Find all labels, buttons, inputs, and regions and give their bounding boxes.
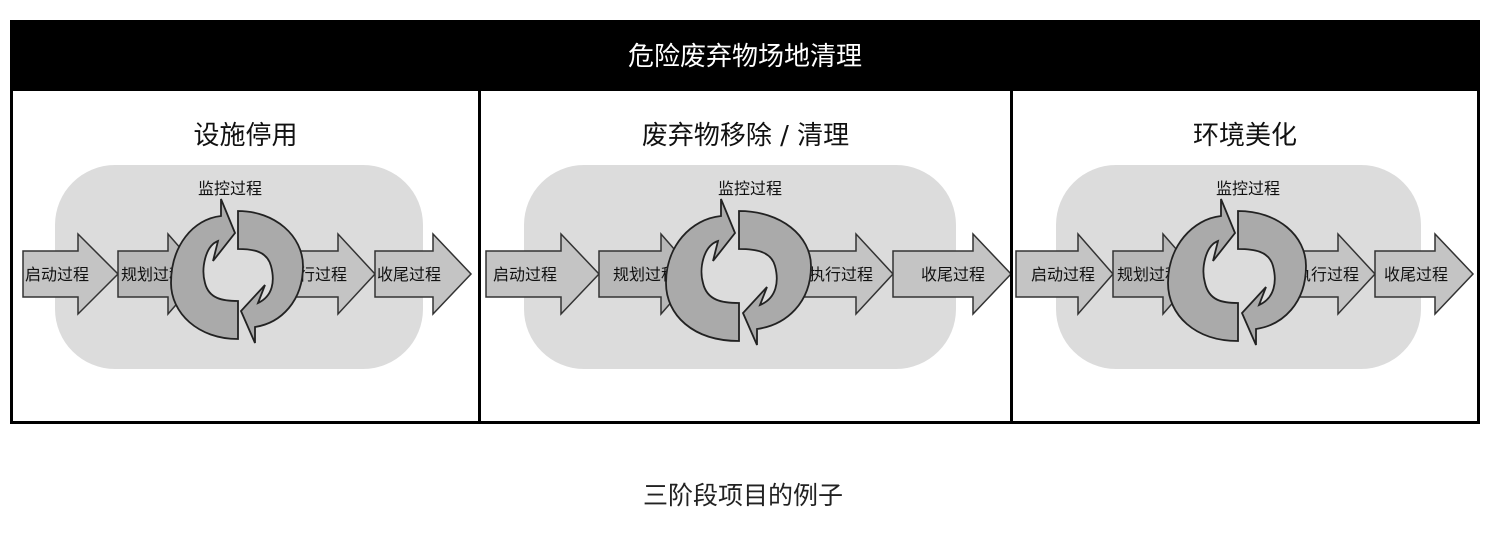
process-group-background [1056, 165, 1421, 369]
figure-caption: 三阶段项目的例子 [642, 481, 843, 510]
closing-label: 收尾过程 [1384, 265, 1448, 284]
monitoring-cycle-arrow-right [1237, 210, 1307, 346]
monitoring-label: 监控过程 [1216, 179, 1280, 198]
phase-title-1: 设施停用 [193, 121, 298, 151]
closing-arrow [892, 232, 1013, 316]
phase-title-2: 废弃物移除 / 清理 [641, 121, 850, 151]
planning-label: 规划过程 [1117, 265, 1181, 284]
closing-arrow [374, 232, 473, 316]
phase-panel-1: 设施停用 启动过程 规划过程 执行过程 收尾过程 监控过程 [13, 91, 478, 421]
process-group-diagram-2: 启动过程 规划过程 执行过程 收尾过程 监控过程 [485, 165, 1013, 369]
closing-label: 收尾过程 [921, 265, 985, 284]
monitoring-cycle-arrow-left [170, 198, 239, 340]
monitoring-cycle-arrow-left [665, 198, 740, 342]
monitoring-cycle-arrow-right [237, 210, 304, 344]
closing-label: 收尾过程 [377, 265, 441, 284]
initiating-arrow [22, 232, 120, 316]
initiating-label: 启动过程 [1031, 265, 1095, 284]
executing-label: 执行过程 [1295, 265, 1359, 284]
monitoring-label: 监控过程 [718, 179, 782, 198]
planning-label: 规划过程 [613, 265, 677, 284]
process-group-background [524, 165, 956, 369]
process-group-background [55, 165, 423, 369]
project-title: 危险废弃物场地清理 [13, 23, 1477, 91]
closing-arrow [1374, 232, 1475, 316]
phase-panel-2: 废弃物移除 / 清理 启动过程 规划过程 执行过程 收尾过程 监控过程 [478, 91, 1013, 421]
monitoring-cycle-arrow-right [738, 210, 812, 346]
monitoring-cycle-arrow-left [1167, 198, 1239, 342]
initiating-label: 启动过程 [25, 265, 89, 284]
process-group-diagram-1: 启动过程 规划过程 执行过程 收尾过程 监控过程 [22, 165, 473, 369]
planning-label: 规划过程 [121, 265, 185, 284]
initiating-label: 启动过程 [493, 265, 557, 284]
initiating-arrow [1015, 232, 1114, 316]
process-group-diagram-3: 启动过程 规划过程 执行过程 收尾过程 监控过程 [1015, 165, 1475, 369]
monitoring-label: 监控过程 [198, 179, 262, 198]
phase-panel-3: 环境美化 启动过程 规划过程 执行过程 收尾过程 监控过程 [1010, 91, 1477, 421]
phase-title-3: 环境美化 [1192, 121, 1297, 151]
executing-label: 执行过程 [809, 265, 873, 284]
diagram-frame: 危险废弃物场地清理 设施停用 启动过程 规划过程 执行过程 收尾过程 [10, 20, 1480, 424]
initiating-arrow [485, 232, 601, 316]
